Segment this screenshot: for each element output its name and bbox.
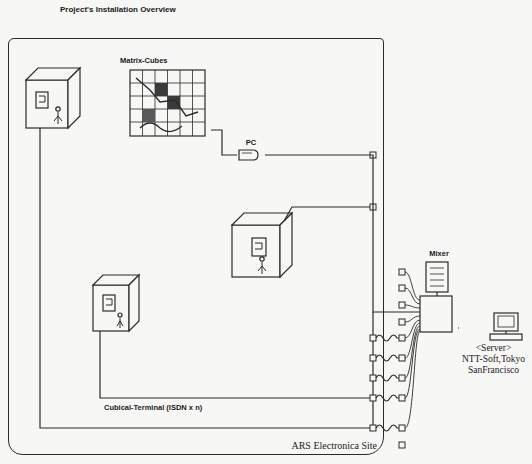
mixer-device [426, 262, 448, 292]
cube-figure-head [56, 107, 60, 111]
socket [370, 355, 376, 361]
title-holder: Project's Installation Overview [60, 5, 176, 14]
cube-screen [36, 92, 48, 108]
socket [399, 442, 405, 448]
socket [370, 425, 376, 431]
server-keyboard [490, 334, 522, 340]
server-station-text: <Server> [459, 343, 528, 354]
fan-wires [405, 272, 420, 428]
coiled-cable [376, 425, 399, 431]
cube-side [68, 68, 80, 128]
socket [399, 375, 405, 381]
junction-box [420, 296, 452, 332]
mixer-unit: Mixer [420, 250, 458, 334]
grid-figure [136, 78, 198, 116]
cube-front [232, 225, 280, 277]
trunk-line [372, 312, 373, 428]
grid-figure [140, 123, 182, 132]
grid-cell [155, 83, 168, 96]
site-region: ARS Electronica Site Matrix-CubesPC [8, 38, 384, 455]
cube-front [93, 285, 129, 331]
socket [399, 285, 405, 291]
cable-connector [211, 130, 237, 155]
coiled-cable [376, 395, 399, 401]
socket [399, 319, 405, 325]
socket [399, 355, 405, 361]
cube-side [129, 275, 139, 331]
cube-figure [255, 243, 266, 274]
coiled-cable [376, 335, 399, 341]
isdn-wire [100, 331, 370, 398]
mixer-link [436, 292, 437, 296]
server-station-text: NTT-Soft,Tokyo [459, 354, 528, 365]
cable-label: Cubical-Terminal (ISDN x n) [104, 404, 202, 413]
cube-figure [39, 96, 62, 124]
socket [399, 302, 405, 308]
cube-side [280, 213, 292, 277]
socket [370, 395, 376, 401]
socket [399, 335, 405, 341]
mixer-unit-text: Mixer [420, 250, 458, 259]
cube-screen [252, 238, 266, 256]
server-station: <Server>NTT-Soft,TokyoSanFrancisco [459, 312, 528, 379]
cube-figure [106, 299, 123, 328]
matrix-cubes: Matrix-Cubes [119, 57, 211, 141]
pc-unit-text: PC [237, 139, 265, 148]
cable-connector [458, 327, 459, 328]
terminal-cube [26, 68, 80, 128]
cable-connector [265, 155, 420, 312]
socket [399, 395, 405, 401]
grid-cell [143, 109, 156, 122]
cube-figure-head [260, 257, 264, 261]
mixer-faders [430, 268, 444, 286]
socket [370, 375, 376, 381]
grid-lines [130, 70, 205, 136]
region-label-holder: ARS Electronica Site [291, 440, 377, 452]
pc-unit: PC [237, 139, 265, 163]
cube-figure-head [118, 313, 122, 317]
socket [399, 269, 405, 275]
socket [370, 335, 376, 341]
terminal-cube [232, 213, 292, 277]
label-holder: Cubical-Terminal (ISDN x n) [104, 404, 202, 413]
diagram-title: Project's Installation Overview [60, 5, 176, 14]
isdn-wire [40, 128, 370, 428]
pc-device [239, 150, 258, 160]
cube-front [26, 80, 68, 128]
site-region-text: ARS Electronica Site [291, 440, 377, 452]
server-screen [498, 316, 514, 327]
terminal-cube [93, 275, 139, 331]
coiled-cable [376, 375, 399, 381]
matrix-cubes-text: Matrix-Cubes [119, 57, 211, 66]
socket [399, 425, 405, 431]
pc-slot [242, 153, 252, 154]
server-station-text: SanFrancisco [459, 365, 528, 376]
cube-screen [103, 295, 115, 311]
isdn-wire [284, 207, 370, 221]
matrix-grid [130, 70, 205, 136]
server-monitor [494, 313, 518, 331]
coiled-cable [376, 355, 399, 361]
grid-cell [168, 96, 181, 109]
